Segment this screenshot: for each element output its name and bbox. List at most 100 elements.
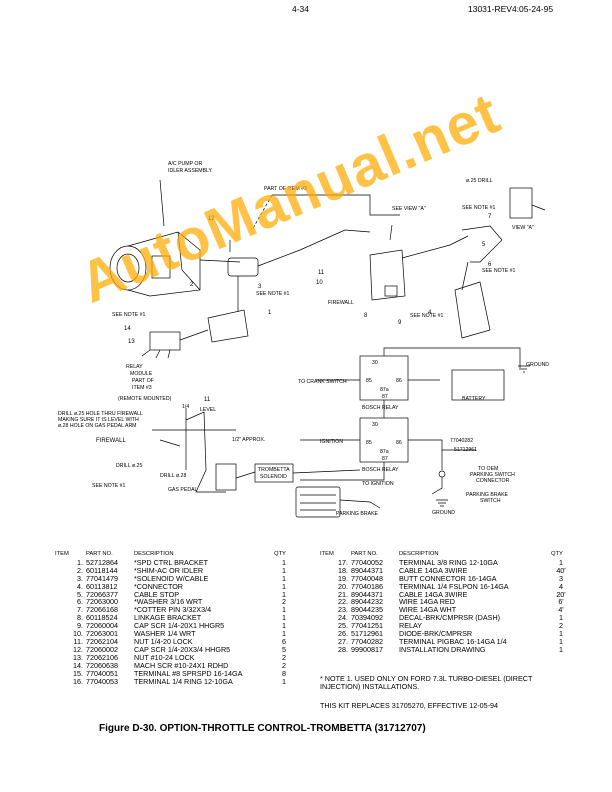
part-quantity: 1 bbox=[282, 613, 286, 623]
part-number: 77040048 bbox=[351, 573, 383, 583]
part-number: 52712864 bbox=[86, 557, 118, 567]
callout-12: 12 bbox=[208, 216, 215, 222]
part-description: WASHER 1/4 WRT bbox=[134, 629, 196, 639]
part-number: 60113812 bbox=[86, 581, 118, 591]
part-number: 77040053 bbox=[86, 676, 118, 686]
trombetta-solenoid bbox=[254, 463, 381, 518]
relay1-terminal-86: 86 bbox=[396, 378, 402, 384]
item-number: 27. bbox=[338, 636, 348, 646]
part-quantity: 1 bbox=[282, 629, 286, 639]
item-number: 15. bbox=[73, 668, 83, 678]
part-quantity: 1 bbox=[559, 613, 563, 623]
part-description: NUT #10-24 LOCK bbox=[134, 652, 195, 662]
label-parking-switch: PARKING SWITCH bbox=[470, 472, 515, 478]
label-drill-25: DRILL ø.25 bbox=[116, 463, 142, 469]
callout-3: 3 bbox=[258, 284, 262, 290]
callout-7: 7 bbox=[488, 214, 492, 220]
label-approx: 1/2" APPROX. bbox=[232, 437, 265, 443]
header-qty: QTY bbox=[274, 551, 286, 557]
part-number: 72062106 bbox=[86, 652, 118, 662]
part-description: *COTTER PIN 3/32X3/4 bbox=[134, 605, 212, 615]
label-see-note-e: SEE NOTE #1 bbox=[112, 312, 146, 318]
document-revision: 13031-REV4:05-24-95 bbox=[468, 4, 554, 14]
relay2-terminal-86: 86 bbox=[396, 440, 402, 446]
label-ignition: IGNITION bbox=[320, 439, 343, 445]
item-number: 23. bbox=[338, 605, 348, 615]
item-number: 8. bbox=[77, 613, 83, 623]
linkage-assembly bbox=[344, 224, 469, 301]
part-description: CAP SCR 1/4-20X3/4 HHGR5 bbox=[134, 644, 231, 654]
header-part-no: PART NO. bbox=[351, 551, 378, 557]
figure-caption: Figure D-30. OPTION-THROTTLE CONTROL-TRO… bbox=[99, 723, 426, 734]
label-to-oem: TO OEM bbox=[478, 466, 498, 472]
header-item: ITEM bbox=[320, 551, 334, 557]
item-number: 22. bbox=[338, 597, 348, 607]
table-row: 8.60118524 LINKAGE BRACKET 1 bbox=[55, 614, 294, 622]
item-number: 4. bbox=[77, 581, 83, 591]
part-description: MACH SCR #10-24X1 RDHD bbox=[134, 660, 229, 670]
item-number: 1. bbox=[77, 557, 83, 567]
solenoid-bracket bbox=[207, 194, 400, 343]
part-quantity: 3 bbox=[559, 573, 563, 583]
part-description: TERMINAL PIGBAC 16-14GA 1/4 bbox=[399, 636, 507, 646]
part-number: 72063000 bbox=[86, 597, 118, 607]
item-number: 16. bbox=[73, 676, 83, 686]
callout-11: 11 bbox=[318, 270, 325, 276]
callout-quarter: 1/4 bbox=[182, 404, 189, 410]
label-see-note-b: SEE NOTE #1 bbox=[482, 268, 516, 274]
label-drill-25-top: ø.25 DRILL bbox=[466, 178, 493, 184]
label-ac-pump: A/C PUMP OR bbox=[168, 161, 202, 167]
part-number: 77040052 bbox=[351, 557, 383, 567]
item-number: 18. bbox=[338, 565, 348, 575]
part-quantity: 2 bbox=[282, 652, 286, 662]
relay1-terminal-85: 85 bbox=[366, 378, 372, 384]
label-ground-top: GROUND bbox=[526, 362, 549, 368]
part-description: CABLE 14GA 3WIRE bbox=[399, 589, 468, 599]
label-firewall-top: FIREWALL bbox=[328, 300, 354, 306]
item-number: 9. bbox=[77, 621, 83, 631]
part-description: WIRE 14GA RED bbox=[399, 597, 455, 607]
part-number: 72060004 bbox=[86, 621, 118, 631]
item-number: 2. bbox=[77, 565, 83, 575]
item-number: 5. bbox=[77, 589, 83, 599]
part-quantity: 5 bbox=[282, 644, 286, 654]
part-quantity: 6 bbox=[282, 636, 286, 646]
relay2-terminal-87a: 87a bbox=[380, 449, 389, 455]
label-parking-brake-switch: PARKING BRAKE bbox=[466, 492, 509, 498]
label-module: MODULE bbox=[130, 371, 153, 377]
part-description: TERMINAL 3/8 RING 12-10GA bbox=[399, 557, 498, 567]
part-number: 72063001 bbox=[86, 629, 118, 639]
part-number: 77040051 bbox=[86, 668, 118, 678]
item-number: 17. bbox=[338, 557, 348, 567]
part-number: 60118524 bbox=[86, 613, 118, 623]
parts-list-right: ITEM PART NO. DESCRIPTION QTY 17.7704005… bbox=[320, 551, 571, 654]
part-description: LINKAGE BRACKET bbox=[134, 613, 202, 623]
label-see-note-c: SEE NOTE #1 bbox=[256, 291, 290, 297]
part-quantity: 1 bbox=[282, 676, 286, 686]
part-description: CABLE STOP bbox=[134, 589, 180, 599]
part-quantity: 20' bbox=[556, 589, 566, 599]
label-remote-mounted: (REMOTE MOUNTED) bbox=[118, 396, 172, 402]
part-description: WIRE 14GA WHT bbox=[399, 605, 457, 615]
label-trombetta: TROMBETTA bbox=[258, 467, 290, 473]
label-gas-pedal: GAS PEDAL bbox=[168, 487, 198, 493]
relay1-terminal-30: 30 bbox=[372, 360, 378, 366]
part-quantity: 6' bbox=[558, 597, 564, 607]
item-number: 11. bbox=[73, 636, 83, 646]
item-number: 13. bbox=[73, 652, 83, 662]
label-bosch-relay-2: BOSCH RELAY bbox=[362, 467, 399, 473]
part-quantity: 4 bbox=[559, 581, 563, 591]
label-drill-note-1: DRILL ø.25 HOLE THRU FIREWALL bbox=[58, 411, 143, 417]
